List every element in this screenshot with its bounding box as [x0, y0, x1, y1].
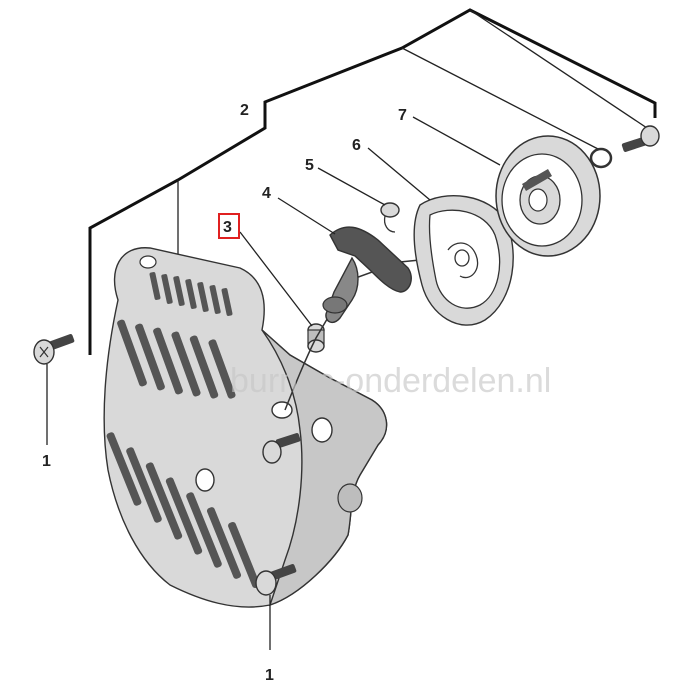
callout-label-6: 6: [352, 137, 361, 154]
leader-line-7: [412, 116, 501, 166]
housing-vent-slots-lower: [106, 432, 260, 589]
housing-side-recess: [337, 483, 363, 513]
rope-pulley: [495, 135, 601, 257]
leader-line-5: [317, 167, 386, 206]
washer-top-right: [589, 147, 613, 169]
callout-label-1-left: 1: [42, 453, 51, 470]
housing-vent-slots-middle: [117, 319, 236, 399]
screw-left: [33, 334, 75, 365]
callout-label-5: 5: [305, 157, 314, 174]
leader-line-6: [367, 147, 431, 201]
callout-label-3: 3: [223, 219, 232, 236]
callout-label-7: 7: [398, 107, 407, 124]
watermark-text: burnac-onderdelen.nl: [230, 362, 551, 400]
callout-3-highlight-box: [218, 213, 240, 239]
housing-rope-hole: [271, 401, 293, 419]
leader-line-7-bracket: [401, 47, 601, 151]
screw-top-right: [621, 125, 660, 152]
leader-line-bracket-screw: [469, 9, 651, 131]
leader-line-4: [277, 197, 336, 235]
screw-middle: [262, 433, 301, 464]
callout-label-2: 2: [240, 102, 249, 119]
screw-bottom: [255, 564, 297, 596]
rope-end-plug: [380, 202, 400, 233]
starter-housing-cover: [103, 247, 388, 608]
callout-label-1-bottom: 1: [265, 667, 274, 684]
starter-handle: [322, 226, 412, 324]
housing-vent-slots-top: [149, 272, 233, 316]
housing-mount-hole-left: [195, 468, 215, 492]
leader-line-3: [239, 231, 313, 327]
housing-mount-hole-right: [311, 417, 333, 443]
recoil-spring-cassette: [413, 194, 514, 326]
assembly-bracket-line: [88, 8, 657, 355]
callout-label-4: 4: [262, 185, 271, 202]
housing-clip-hole: [139, 255, 157, 269]
